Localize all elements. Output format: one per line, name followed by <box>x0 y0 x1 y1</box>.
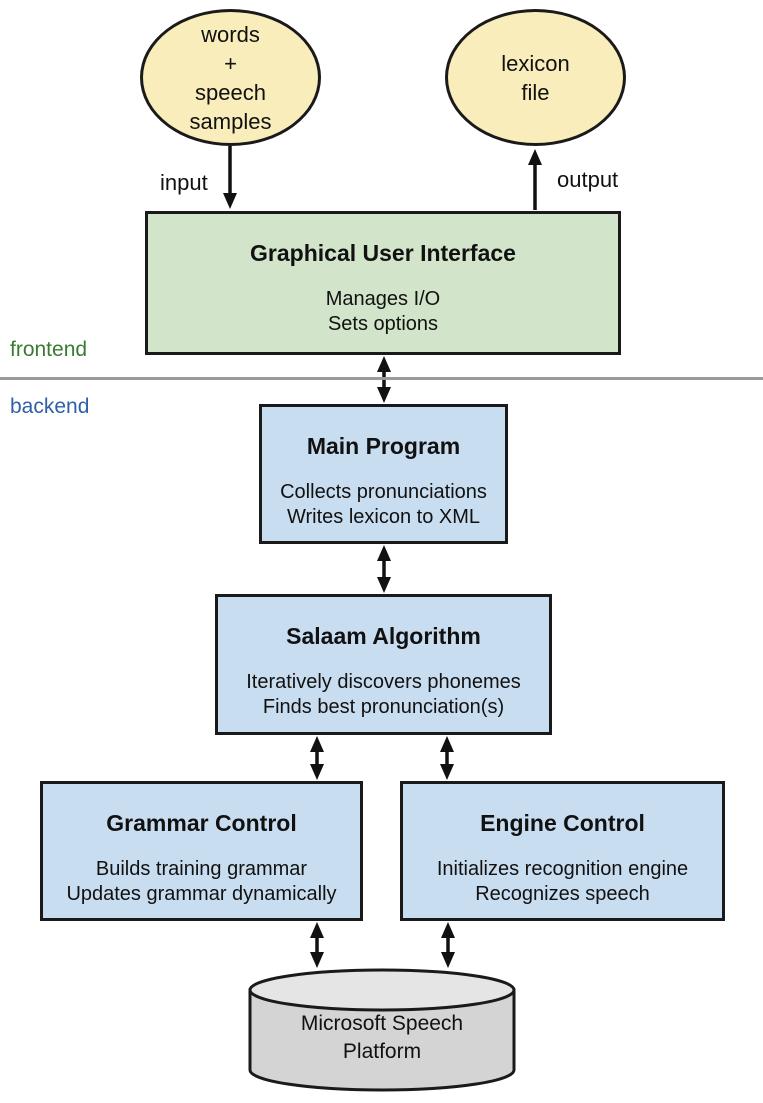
main-program-title: Main Program <box>306 433 461 459</box>
engine-platform-arrow <box>441 922 455 968</box>
speech-platform-cylinder <box>248 968 516 1092</box>
lexicon-file-node: lexicon file <box>445 9 626 146</box>
salaam-algorithm-node: Salaam Algorithm Iteratively discovers p… <box>215 594 552 735</box>
salaam-algorithm-title: Salaam Algorithm <box>286 623 481 649</box>
output-label: output <box>557 167 619 192</box>
backend-zone-label: backend <box>10 395 90 418</box>
engine-control-node: Engine Control Initializes recognition e… <box>400 781 725 921</box>
input-arrow <box>223 146 237 209</box>
grammar-platform-arrow <box>310 922 324 968</box>
frontend-zone-label: frontend <box>10 338 88 361</box>
salaam-algorithm-description: Iteratively discovers phonemes Finds bes… <box>246 671 521 718</box>
grammar-control-node: Grammar Control Builds training grammar … <box>40 781 363 921</box>
cylinder-body <box>248 988 516 1092</box>
grammar-control-title: Grammar Control <box>106 810 297 836</box>
words-speech-samples-node: words + speech samples <box>140 9 321 146</box>
output-arrow <box>528 149 542 210</box>
salaam-engine-arrow <box>440 736 454 780</box>
main-program-node: Main Program Collects pronunciations Wri… <box>259 404 508 544</box>
speech-platform-label: Microsoft Speech Platform <box>300 1012 464 1063</box>
engine-control-title: Engine Control <box>480 810 645 836</box>
grammar-control-description: Builds training grammar Updates grammar … <box>66 858 337 905</box>
input-label: input <box>160 170 208 195</box>
main-program-description: Collects pronunciations Writes lexicon t… <box>280 481 487 528</box>
gui-description: Manages I/O Sets options <box>325 288 441 335</box>
salaam-grammar-arrow <box>310 736 324 780</box>
gui-node: Graphical User Interface Manages I/O Set… <box>145 211 621 355</box>
main-salaam-arrow <box>377 545 391 593</box>
gui-title: Graphical User Interface <box>250 240 516 266</box>
lexicon-file-label: lexicon file <box>501 50 570 105</box>
cylinder-top <box>248 968 516 1012</box>
words-speech-samples-label: words + speech samples <box>189 21 272 134</box>
frontend-backend-divider <box>0 377 763 380</box>
engine-control-description: Initializes recognition engine Recognize… <box>436 858 689 905</box>
